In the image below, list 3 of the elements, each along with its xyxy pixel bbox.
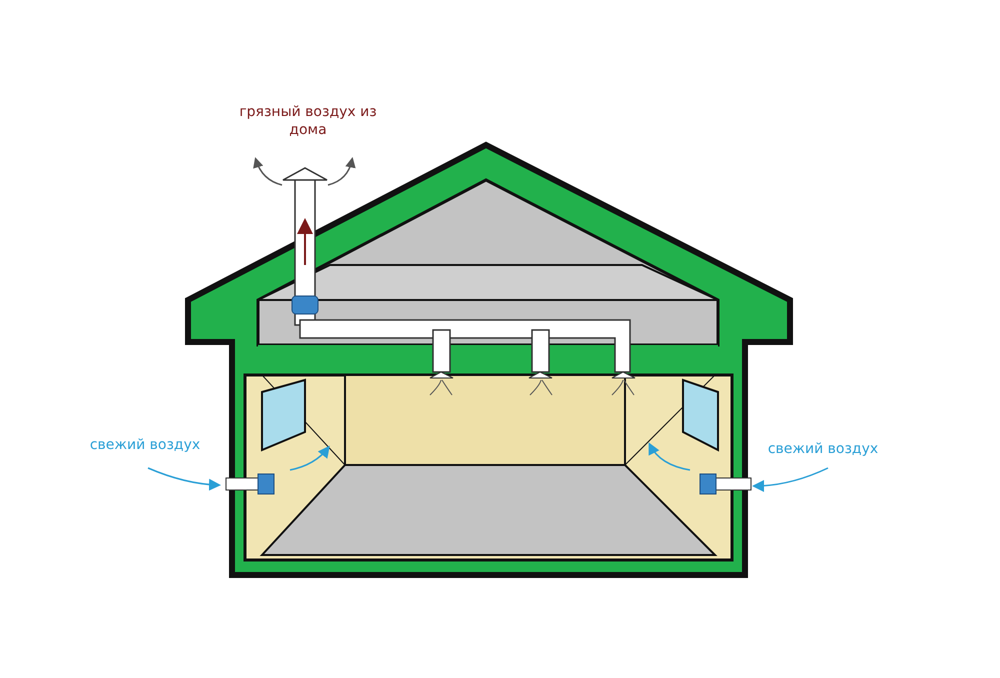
air-flow-label: свежий воздух (88, 436, 202, 454)
air-flow-label: грязный воздух из дома (238, 103, 378, 139)
air-flow-label: свежий воздух (766, 440, 880, 458)
